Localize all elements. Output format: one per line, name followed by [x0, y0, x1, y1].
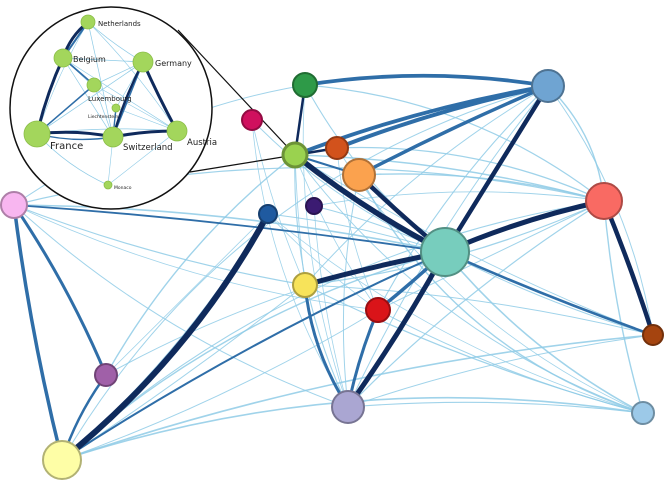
edge-orange-steel-blue — [357, 84, 550, 177]
inset-node-germany[interactable] — [132, 51, 154, 73]
edge-rust-light-blue — [336, 147, 644, 414]
edge-teal-hub-light-blue — [444, 251, 644, 414]
inset-label-liechtenstein: Liechtenstein — [88, 114, 118, 120]
edge-purple-navy — [105, 213, 269, 376]
edge-navy-light-blue — [267, 213, 644, 414]
node-lime-cluster[interactable] — [281, 141, 309, 169]
node-red[interactable] — [365, 297, 391, 323]
node-cream[interactable] — [42, 440, 82, 480]
edge-lime-cluster-red — [294, 154, 379, 311]
inset-label-france: France — [50, 141, 83, 152]
inset-edge-netherlands-switzerland — [87, 21, 114, 138]
inset-node-netherlands[interactable] — [80, 14, 96, 30]
edge-teal-hub-steel-blue — [442, 83, 551, 255]
inset-label-luxembourg: Luxembourg — [88, 95, 132, 103]
edge-lavender-light-blue — [347, 401, 644, 414]
inset-label-switzerland: Switzerland — [123, 143, 173, 153]
node-coral[interactable] — [585, 182, 623, 220]
edge-red-light-blue — [377, 309, 644, 414]
edge-yellow-brown — [304, 284, 654, 336]
edge-coral-red — [377, 200, 605, 311]
node-navy[interactable] — [258, 204, 278, 224]
edge-rust-coral — [336, 146, 605, 202]
node-crimson[interactable] — [241, 109, 263, 131]
zoom-connector-line-1 — [177, 29, 296, 156]
inset-zoom-panel: NetherlandsBelgiumLuxembourgLiechtenstei… — [9, 6, 217, 210]
edge-pink-purple — [12, 203, 108, 377]
edge-orange-coral — [358, 173, 605, 202]
edge-purple-lime-cluster — [105, 154, 296, 376]
edge-steel-blue-coral — [547, 85, 605, 202]
inset-label-layer: NetherlandsBelgiumLuxembourgLiechtenstei… — [50, 20, 217, 191]
inset-node-luxembourg[interactable] — [86, 77, 102, 93]
node-pink[interactable] — [0, 191, 28, 219]
edge-steel-blue-yellow — [304, 85, 549, 286]
node-steel-blue[interactable] — [531, 69, 565, 103]
edge-green-dark-coral — [304, 84, 605, 202]
edge-pink-red — [13, 204, 379, 311]
edge-coral-light-blue — [603, 200, 644, 414]
inset-edge-netherlands-austria — [87, 21, 178, 132]
edge-teal-hub-brown — [444, 251, 654, 336]
edge-rust-steel-blue — [335, 84, 550, 150]
node-orange[interactable] — [342, 158, 376, 192]
edge-layer — [12, 73, 656, 463]
node-layer — [0, 69, 664, 480]
edge-pink-yellow — [13, 204, 306, 286]
edge-lime-cluster-yellow — [294, 154, 306, 286]
inset-node-monaco[interactable] — [103, 180, 113, 190]
inset-label-germany: Germany — [155, 59, 192, 68]
edge-orange-lavender — [342, 174, 360, 408]
inset-label-monaco: Monaco — [114, 185, 132, 191]
zoom-connector-line-2 — [189, 154, 296, 173]
edge-navy-cream — [59, 211, 271, 463]
inset-node-austria[interactable] — [166, 120, 188, 142]
inset-label-netherlands: Netherlands — [98, 20, 141, 28]
inset-node-layer — [23, 14, 188, 190]
inset-node-belgium[interactable] — [53, 48, 73, 68]
node-green-dark[interactable] — [292, 72, 318, 98]
edge-crimson-yellow — [251, 119, 306, 286]
edge-pink-teal-hub — [13, 204, 446, 253]
node-rust[interactable] — [325, 136, 349, 160]
node-light-blue[interactable] — [631, 401, 655, 425]
edge-cream-red — [61, 309, 379, 461]
node-teal-hub[interactable] — [420, 227, 470, 277]
edge-navy-red — [267, 213, 379, 311]
node-brown[interactable] — [642, 324, 664, 346]
inset-node-switzerland[interactable] — [102, 126, 124, 148]
edge-rust-red — [336, 147, 379, 311]
edge-pink-lavender — [13, 204, 349, 408]
inset-label-austria: Austria — [187, 138, 217, 148]
edge-teal-hub-brown — [443, 250, 655, 337]
edge-pink-cream — [12, 203, 64, 462]
inset-border — [9, 6, 213, 210]
edge-indigo-coral — [313, 191, 605, 207]
edge-teal-hub-coral — [442, 198, 607, 255]
inset-edge-france-germany — [36, 61, 144, 135]
edge-coral-lavender — [347, 200, 605, 408]
edge-steel-blue-red — [377, 85, 549, 311]
node-lavender[interactable] — [331, 390, 365, 424]
inset-label-belgium: Belgium — [73, 55, 106, 64]
inset-edge-belgium-austria — [62, 57, 178, 132]
edge-lavender-brown — [347, 334, 654, 408]
inset-node-france[interactable] — [23, 120, 51, 148]
edge-cream-teal-hub — [61, 251, 446, 461]
inset-node-liechtenstein[interactable] — [111, 103, 121, 113]
edge-green-dark-lavender — [302, 84, 349, 408]
edge-pink-teal-hub — [13, 204, 446, 253]
node-indigo[interactable] — [305, 197, 323, 215]
zoom-connector — [177, 29, 296, 173]
edge-cream-teal-hub — [61, 251, 446, 461]
node-purple[interactable] — [94, 363, 118, 387]
edge-lime-cluster-coral — [294, 154, 605, 202]
edge-green-dark-steel-blue — [303, 73, 550, 88]
node-yellow[interactable] — [292, 272, 318, 298]
